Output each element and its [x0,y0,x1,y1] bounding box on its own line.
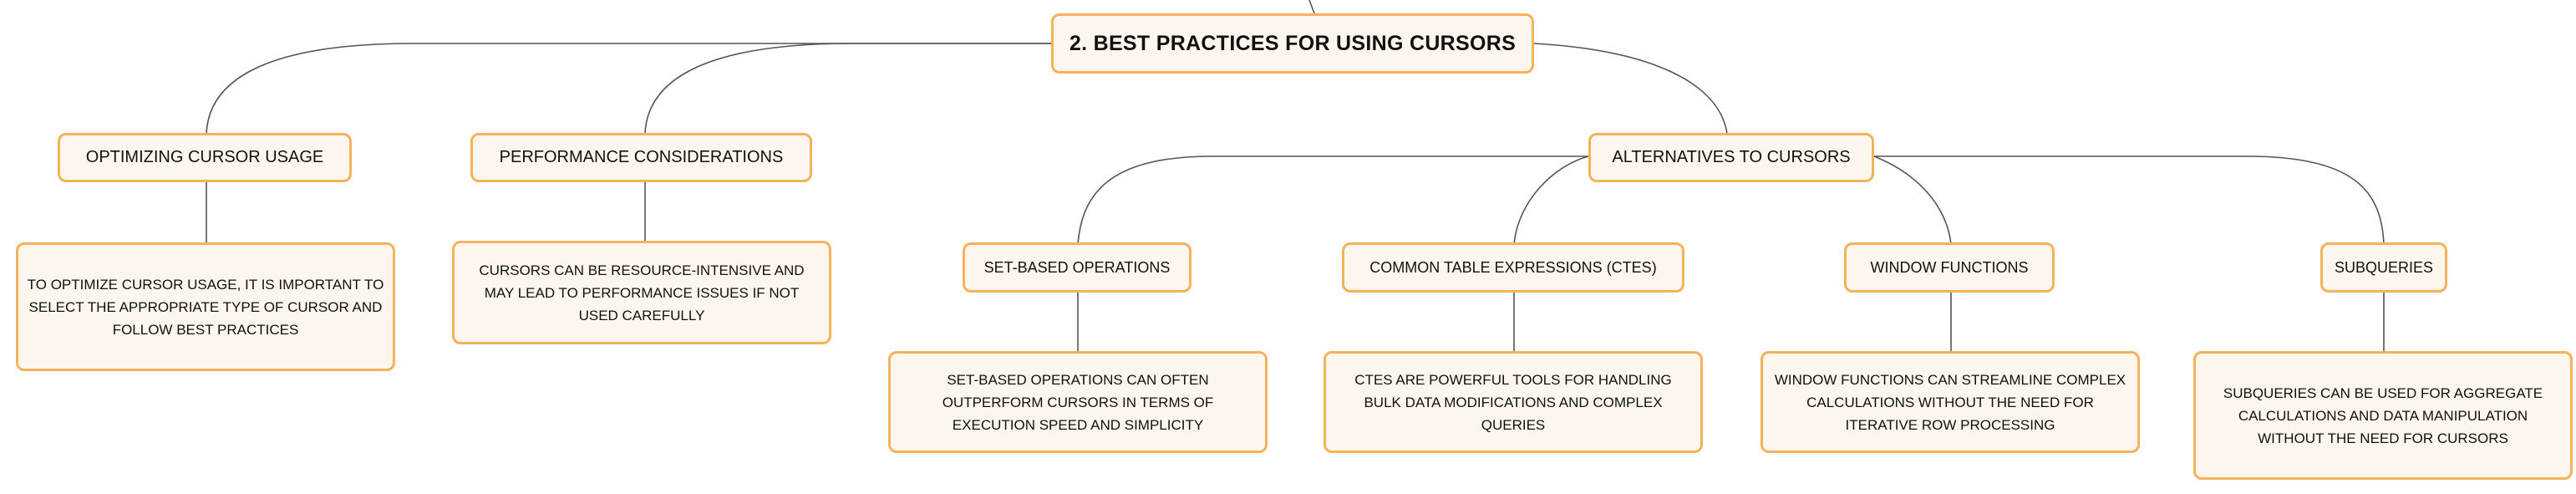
root-topic-label: 2. BEST PRACTICES FOR USING CURSORS [1069,31,1517,55]
topic-label: COMMON TABLE EXPRESSIONS (CTES) [1369,258,1657,276]
detail-text: CURSORS CAN BE RESOURCE-INTENSIVE AND MA… [479,262,805,323]
detail-optimizing-cursor-usage[interactable]: TO OPTIMIZE CURSOR USAGE, IT IS IMPORTAN… [16,242,395,371]
topic-label: ALTERNATIVES TO CURSORS [1612,148,1851,166]
detail-text: SET-BASED OPERATIONS CAN OFTEN OUTPERFOR… [942,371,1214,433]
connector-root-parent [1308,0,1315,14]
detail-text: SUBQUERIES CAN BE USED FOR AGGREGATE CAL… [2223,385,2543,446]
topic-label: SUBQUERIES [2334,258,2434,276]
connector-alternatives-setbased [1077,155,1588,245]
topic-performance-considerations[interactable]: PERFORMANCE CONSIDERATIONS [470,133,812,182]
connector-root-alternatives [1533,43,1728,135]
detail-subqueries[interactable]: SUBQUERIES CAN BE USED FOR AGGREGATE CAL… [2193,351,2573,480]
detail-set-based-operations[interactable]: SET-BASED OPERATIONS CAN OFTEN OUTPERFOR… [888,351,1268,453]
topic-label: SET-BASED OPERATIONS [983,258,1171,276]
topic-common-table-expressions[interactable]: COMMON TABLE EXPRESSIONS (CTES) [1342,242,1684,293]
topic-window-functions[interactable]: WINDOW FUNCTIONS [1844,242,2055,293]
detail-window-functions[interactable]: WINDOW FUNCTIONS CAN STREAMLINE COMPLEX … [1761,351,2140,453]
connector-root-optimizing [206,43,1051,135]
connector-alternatives-subqueries [1874,155,2385,245]
detail-text: WINDOW FUNCTIONS CAN STREAMLINE COMPLEX … [1774,371,2126,433]
topic-label: WINDOW FUNCTIONS [1870,258,2029,276]
topic-alternatives-to-cursors[interactable]: ALTERNATIVES TO CURSORS [1588,133,1874,182]
detail-text: CTES ARE POWERFUL TOOLS FOR HANDLING BUL… [1354,371,1672,433]
topic-label: OPTIMIZING CURSOR USAGE [85,148,324,166]
topic-subqueries[interactable]: SUBQUERIES [2320,242,2447,293]
connector-alternatives-ctes [1513,155,1589,245]
detail-text: TO OPTIMIZE CURSOR USAGE, IT IS IMPORTAN… [27,276,384,338]
root-topic-node[interactable]: 2. BEST PRACTICES FOR USING CURSORS [1051,13,1534,74]
topic-set-based-operations[interactable]: SET-BASED OPERATIONS [963,242,1191,293]
topic-label: PERFORMANCE CONSIDERATIONS [499,148,784,166]
connector-alternatives-window [1873,155,1952,245]
connector-root-performance [644,43,1051,135]
detail-common-table-expressions[interactable]: CTES ARE POWERFUL TOOLS FOR HANDLING BUL… [1324,351,1703,453]
detail-performance-considerations[interactable]: CURSORS CAN BE RESOURCE-INTENSIVE AND MA… [452,241,831,344]
topic-optimizing-cursor-usage[interactable]: OPTIMIZING CURSOR USAGE [58,133,352,182]
